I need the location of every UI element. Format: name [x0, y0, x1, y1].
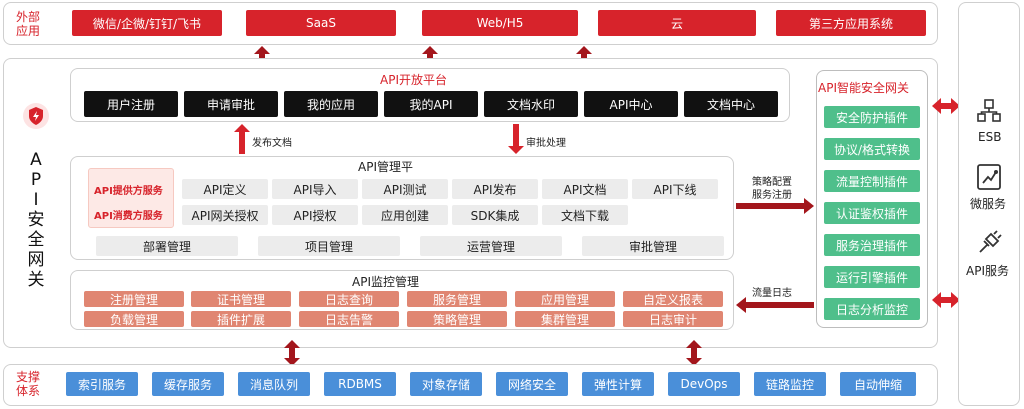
gateway-label-char: 关 — [27, 270, 45, 290]
service-role-panel — [88, 168, 174, 228]
open-platform-my-apps[interactable]: 我的应用 — [284, 91, 378, 117]
external-apps-label: 外部 应用 — [12, 10, 44, 38]
service-esb-label: ESB — [978, 130, 1002, 144]
monitor-log-alert[interactable]: 日志告警 — [299, 311, 399, 327]
monitor-custom-report[interactable]: 自定义报表 — [623, 291, 723, 307]
mgmt-project[interactable]: 项目管理 — [258, 236, 400, 256]
monitor-app[interactable]: 应用管理 — [515, 291, 615, 307]
gateway-label-char: 网 — [27, 250, 45, 270]
monitor-log-query[interactable]: 日志查询 — [299, 291, 399, 307]
plugin-runtime-engine[interactable]: 运行引擎插件 — [824, 266, 920, 288]
support-trace-monitor[interactable]: 链路监控 — [754, 372, 826, 396]
arrow-policy-config — [736, 198, 814, 214]
monitor-service[interactable]: 服务管理 — [407, 291, 507, 307]
monitor-cluster[interactable]: 集群管理 — [515, 311, 615, 327]
plugin-auth[interactable]: 认证鉴权插件 — [824, 202, 920, 224]
plugin-security-protection[interactable]: 安全防护插件 — [824, 106, 920, 128]
gateway-label-char: P — [30, 170, 42, 190]
support-index[interactable]: 索引服务 — [66, 372, 138, 396]
provider-item-define[interactable]: API定义 — [182, 179, 268, 199]
arrow-approval — [508, 124, 524, 154]
smart-gateway-title: API智能安全网关 — [818, 81, 909, 95]
api-plug-icon — [979, 230, 1002, 253]
support-rdbms[interactable]: RDBMS — [324, 372, 396, 396]
right-services-frame — [958, 2, 1020, 406]
approval-label: 审批处理 — [526, 138, 566, 149]
provider-item-docs[interactable]: API文档 — [542, 179, 628, 199]
arrow-publish-docs — [234, 124, 250, 154]
monitor-load[interactable]: 负载管理 — [84, 311, 184, 327]
consumer-item-gateway-auth[interactable]: API网关授权 — [182, 205, 268, 225]
support-elastic-compute[interactable]: 弹性计算 — [582, 372, 654, 396]
arrow-traffic-log — [736, 297, 814, 313]
open-platform-my-api[interactable]: 我的API — [384, 91, 478, 117]
policy-config-label: 策略配置 — [752, 177, 792, 188]
consumer-item-api-auth[interactable]: API授权 — [272, 205, 358, 225]
gateway-label-char: A — [30, 150, 42, 170]
support-object-storage[interactable]: 对象存储 — [410, 372, 482, 396]
plugin-traffic-control[interactable]: 流量控制插件 — [824, 170, 920, 192]
gateway-label-char: 安 — [27, 210, 45, 230]
external-app-third-party[interactable]: 第三方应用系统 — [776, 10, 926, 36]
publish-docs-label: 发布文档 — [252, 138, 292, 149]
external-app-web-h5[interactable]: Web/H5 — [422, 10, 578, 36]
external-apps-label-line1: 外部 — [15, 10, 40, 24]
consumer-item-sdk[interactable]: SDK集成 — [452, 205, 538, 225]
support-network-security[interactable]: 网络安全 — [496, 372, 568, 396]
traffic-log-label: 流量日志 — [752, 288, 792, 299]
open-platform-title: API开放平台 — [380, 73, 447, 87]
monitor-plugin-ext[interactable]: 插件扩展 — [191, 311, 291, 327]
support-autoscale[interactable]: 自动伸缩 — [840, 372, 916, 396]
provider-item-import[interactable]: API导入 — [272, 179, 358, 199]
support-cache[interactable]: 缓存服务 — [152, 372, 224, 396]
gateway-label-char: I — [33, 190, 39, 210]
open-platform-user-register[interactable]: 用户注册 — [84, 91, 178, 117]
monitor-policy[interactable]: 策略管理 — [407, 311, 507, 327]
monitor-log-audit[interactable]: 日志审计 — [623, 311, 723, 327]
mgmt-operation[interactable]: 运营管理 — [420, 236, 562, 256]
arrow-double-bottom — [932, 292, 960, 308]
provider-item-offline[interactable]: API下线 — [632, 179, 718, 199]
open-platform-doc-watermark[interactable]: 文档水印 — [484, 91, 578, 117]
shield-icon — [23, 103, 49, 129]
external-app-wechat[interactable]: 微信/企微/钉钉/飞书 — [72, 10, 222, 36]
arrow-double-top — [932, 98, 960, 114]
gateway-label-char: 全 — [27, 230, 45, 250]
mgmt-approval[interactable]: 审批管理 — [582, 236, 724, 256]
consumer-item-app-create[interactable]: 应用创建 — [362, 205, 448, 225]
arrow-support-left — [284, 340, 300, 366]
service-micro-label: 微服务 — [970, 197, 1007, 211]
support-label-line2: 体系 — [15, 384, 40, 398]
open-platform-doc-center[interactable]: 文档中心 — [684, 91, 778, 117]
open-platform-apply-approval[interactable]: 申请审批 — [184, 91, 278, 117]
external-apps-label-line2: 应用 — [15, 24, 40, 38]
provider-item-test[interactable]: API测试 — [362, 179, 448, 199]
microservice-icon — [977, 164, 1001, 190]
support-label: 支撑 体系 — [12, 370, 44, 398]
support-label-line1: 支撑 — [15, 370, 40, 384]
support-mq[interactable]: 消息队列 — [238, 372, 310, 396]
support-devops[interactable]: DevOps — [668, 372, 740, 396]
management-title: API管理平 — [358, 160, 413, 174]
provider-label: API提供方服务 — [94, 186, 163, 197]
provider-item-publish[interactable]: API发布 — [452, 179, 538, 199]
service-api-label: API服务 — [966, 264, 1009, 278]
monitoring-title: API监控管理 — [352, 275, 419, 289]
consumer-label: API消费方服务 — [94, 211, 163, 222]
open-platform-api-center[interactable]: API中心 — [584, 91, 678, 117]
monitor-register[interactable]: 注册管理 — [84, 291, 184, 307]
arrow-support-right — [686, 340, 702, 366]
external-app-saas[interactable]: SaaS — [246, 10, 396, 36]
esb-icon — [977, 99, 1001, 122]
service-register-label: 服务注册 — [752, 190, 792, 201]
mgmt-deploy[interactable]: 部署管理 — [96, 236, 238, 256]
monitor-cert[interactable]: 证书管理 — [191, 291, 291, 307]
consumer-item-doc-download[interactable]: 文档下载 — [542, 205, 628, 225]
external-app-cloud[interactable]: 云 — [598, 10, 756, 36]
plugin-service-governance[interactable]: 服务治理插件 — [824, 234, 920, 256]
plugin-protocol-conversion[interactable]: 协议/格式转换 — [824, 138, 920, 160]
plugin-log-analysis[interactable]: 日志分析监控 — [824, 298, 920, 320]
